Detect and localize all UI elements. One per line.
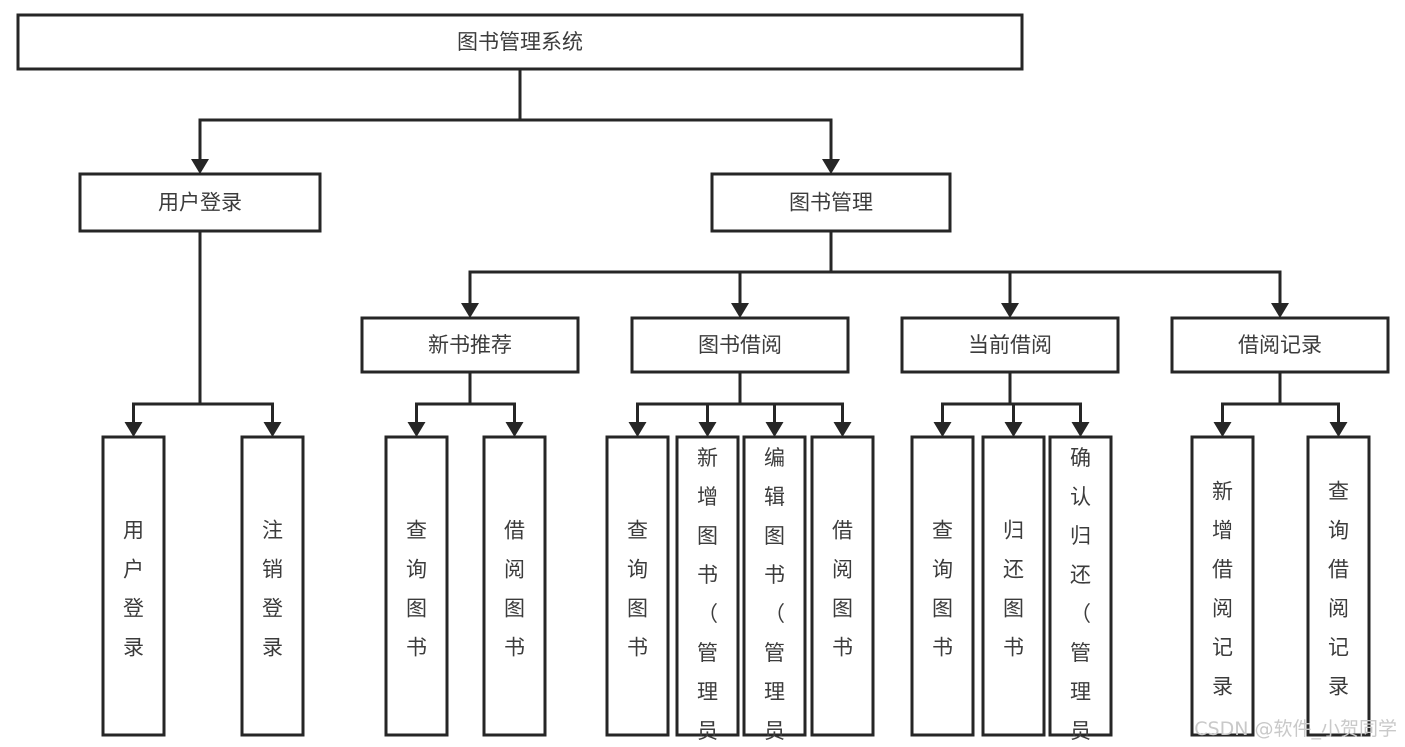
leaf-node-7-label: 编辑图书（管理员） — [764, 446, 785, 747]
level3-node-1-label: 新书推荐 — [428, 333, 512, 357]
leaf-node-1-label: 用户登录 — [123, 519, 144, 660]
leaf-node-9-box[interactable] — [910, 435, 975, 737]
leaf-node-5-label: 查询图书 — [627, 519, 648, 660]
leaf-node-13-label: 查询借阅记录 — [1328, 480, 1349, 699]
level3-node-2-label: 图书借阅 — [698, 333, 782, 357]
arrow-head-icon — [407, 422, 426, 437]
arrow-head-icon — [933, 422, 952, 437]
leaf-node-8-label: 借阅图书 — [832, 519, 853, 660]
level2-node-2[interactable]: 图书管理 — [710, 172, 952, 233]
level2-node-1-box[interactable] — [78, 172, 322, 233]
leaf-node-3-box[interactable] — [384, 435, 449, 737]
leaf-node-13-box[interactable] — [1306, 435, 1371, 737]
leaf-node-12[interactable]: 新增借阅记录 — [1190, 435, 1255, 737]
leaf-node-10[interactable]: 归还图书 — [981, 435, 1046, 737]
leaf-node-4-label: 借阅图书 — [504, 519, 525, 660]
leaf-node-8-box[interactable] — [810, 435, 875, 737]
leaf-node-3[interactable]: 查询图书 — [384, 435, 449, 737]
level3-node-3[interactable]: 当前借阅 — [900, 316, 1120, 374]
leaf-node-5-box[interactable] — [605, 435, 670, 737]
root-node-label: 图书管理系统 — [457, 30, 583, 54]
leaf-node-6[interactable]: 新增图书（管理员） — [675, 435, 740, 747]
leaf-node-2-label: 注销登录 — [262, 519, 283, 660]
arrow-head-icon — [822, 159, 840, 174]
level3-node-1[interactable]: 新书推荐 — [360, 316, 580, 374]
arrow-head-icon — [1271, 303, 1289, 318]
level3-node-2[interactable]: 图书借阅 — [630, 316, 850, 374]
leaf-node-8[interactable]: 借阅图书 — [810, 435, 875, 737]
arrow-head-icon — [124, 422, 143, 437]
leaf-node-7-box[interactable] — [742, 435, 807, 737]
leaf-node-12-box[interactable] — [1190, 435, 1255, 737]
arrow-head-icon — [1213, 422, 1232, 437]
arrow-head-icon — [1329, 422, 1348, 437]
arrow-head-icon — [191, 159, 209, 174]
leaf-node-12-label: 新增借阅记录 — [1212, 480, 1233, 699]
level2-node-2-label: 图书管理 — [789, 191, 873, 215]
level2-node-1[interactable]: 用户登录 — [78, 172, 322, 233]
arrow-head-icon — [628, 422, 647, 437]
leaf-node-5[interactable]: 查询图书 — [605, 435, 670, 737]
leaf-node-11-box[interactable] — [1048, 435, 1113, 737]
leaf-node-6-box[interactable] — [675, 435, 740, 737]
arrow-head-icon — [731, 303, 749, 318]
leaf-node-13[interactable]: 查询借阅记录 — [1306, 435, 1371, 737]
leaf-node-1-box[interactable] — [101, 435, 166, 737]
root-node-box[interactable] — [16, 13, 1024, 71]
csdn-watermark: CSDN @软件_小贺同学 — [1194, 718, 1397, 740]
level3-node-2-box[interactable] — [630, 316, 850, 374]
leaf-node-3-label: 查询图书 — [406, 519, 427, 660]
level3-node-3-box[interactable] — [900, 316, 1120, 374]
leaf-node-2-box[interactable] — [240, 435, 305, 737]
arrow-head-icon — [263, 422, 282, 437]
arrow-head-icon — [461, 303, 479, 318]
arrow-head-icon — [505, 422, 524, 437]
level3-node-3-label: 当前借阅 — [968, 333, 1052, 357]
connector-layer — [124, 67, 1348, 437]
leaf-node-6-label: 新增图书（管理员） — [697, 446, 718, 747]
arrow-head-icon — [1071, 422, 1090, 437]
leaf-node-2[interactable]: 注销登录 — [240, 435, 305, 737]
level2-node-1-label: 用户登录 — [158, 191, 242, 215]
node-layer: 图书管理系统用户登录图书管理新书推荐图书借阅当前借阅借阅记录用户登录注销登录查询… — [16, 13, 1390, 747]
leaf-node-11[interactable]: 确认归还（管理员） — [1048, 435, 1113, 747]
leaf-node-4-box[interactable] — [482, 435, 547, 737]
leaf-node-1[interactable]: 用户登录 — [101, 435, 166, 737]
level2-node-2-box[interactable] — [710, 172, 952, 233]
leaf-node-10-label: 归还图书 — [1003, 519, 1024, 660]
level3-node-4[interactable]: 借阅记录 — [1170, 316, 1390, 374]
level3-node-4-box[interactable] — [1170, 316, 1390, 374]
root-node[interactable]: 图书管理系统 — [16, 13, 1024, 71]
level3-node-4-label: 借阅记录 — [1238, 333, 1322, 357]
arrow-head-icon — [1001, 303, 1019, 318]
arrow-head-icon — [698, 422, 717, 437]
level3-node-1-box[interactable] — [360, 316, 580, 374]
leaf-node-9-label: 查询图书 — [932, 519, 953, 660]
leaf-node-10-box[interactable] — [981, 435, 1046, 737]
arrow-head-icon — [833, 422, 852, 437]
leaf-node-9[interactable]: 查询图书 — [910, 435, 975, 737]
arrow-head-icon — [1004, 422, 1023, 437]
arrow-head-icon — [765, 422, 784, 437]
leaf-node-7[interactable]: 编辑图书（管理员） — [742, 435, 807, 747]
leaf-node-4[interactable]: 借阅图书 — [482, 435, 547, 737]
leaf-node-11-label: 确认归还（管理员） — [1070, 446, 1091, 747]
